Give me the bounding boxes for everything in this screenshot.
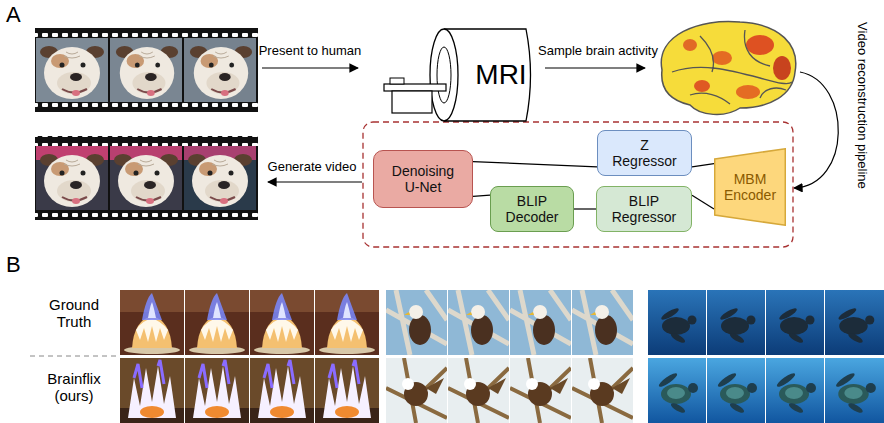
- art-rect: [35, 136, 258, 146]
- art-path: [661, 21, 795, 114]
- art-use: [190, 46, 252, 99]
- node-text: MRI: [466, 59, 536, 91]
- art-use: [185, 358, 249, 423]
- art-use: [572, 290, 633, 355]
- patient-head: [390, 78, 404, 84]
- art-ellipse: [773, 56, 791, 80]
- art-rect: [35, 146, 258, 210]
- art-use: [648, 358, 706, 423]
- art-use: [40, 46, 104, 99]
- art-use: [120, 290, 184, 355]
- art-use: [116, 46, 178, 99]
- art-rect: [36, 146, 108, 210]
- curved-arrow: [794, 72, 838, 188]
- art-rect: [110, 38, 182, 102]
- art-use: [707, 358, 765, 423]
- art-use: [315, 358, 379, 423]
- connector-line: [473, 195, 490, 196]
- panel-label: A: [6, 2, 21, 27]
- process-box: Z Regressor: [597, 130, 692, 176]
- ground-truth-frames: [120, 290, 884, 355]
- art-path: [672, 30, 792, 104]
- node-text: Z Regressor: [609, 137, 681, 169]
- connector-line: [692, 164, 714, 167]
- node-text: BLIP Decoder: [501, 193, 563, 225]
- art-ellipse: [746, 35, 774, 55]
- trapezoid-shape: [715, 149, 786, 225]
- scanner-bore: [437, 47, 451, 103]
- arrow: [268, 181, 362, 182]
- vertical-label: Video reconstruction pipeline: [854, 22, 869, 189]
- connector-line: [692, 195, 714, 209]
- art-use: [250, 290, 314, 355]
- art-use: [250, 358, 314, 423]
- art-use: [448, 358, 509, 423]
- art-use: [448, 290, 509, 355]
- encoder-trapezoid: MBM Encoder: [714, 148, 786, 226]
- process-box: BLIP Regressor: [596, 186, 692, 232]
- art-use: [766, 358, 824, 423]
- node-text: Denoising U-Net: [384, 163, 462, 195]
- art-rect: [110, 146, 182, 210]
- process-box: Denoising U-Net: [373, 150, 473, 208]
- art-rect: [35, 102, 258, 112]
- panel-label: B: [6, 252, 21, 277]
- mri-scanner: MRI: [378, 26, 548, 124]
- pipeline-region: [363, 122, 793, 247]
- art-use: [114, 154, 178, 207]
- scanner-table: [384, 84, 446, 91]
- art-use: [766, 290, 824, 355]
- art-use: [386, 358, 447, 423]
- art-rect: [36, 38, 108, 102]
- film-strip-input: [35, 28, 258, 112]
- art-use: [40, 154, 104, 207]
- connector-line: [574, 208, 596, 209]
- scanner-front: [430, 29, 458, 121]
- art-use: [510, 358, 571, 423]
- arrow-label: Present to human: [250, 44, 370, 59]
- node-text: BLIP Regressor: [608, 193, 680, 225]
- arrow: [545, 67, 645, 68]
- art-use: [510, 290, 571, 355]
- arrow: [262, 67, 358, 68]
- art-use: [648, 290, 706, 355]
- process-box: BLIP Decoder: [490, 186, 574, 232]
- table-base: [392, 91, 432, 113]
- art-ellipse: [712, 51, 732, 65]
- node-text: MBM Encoder: [721, 171, 779, 203]
- art-rect: [35, 28, 258, 38]
- connector-line: [473, 162, 597, 167]
- art-rect: [184, 38, 256, 102]
- art-use: [825, 290, 884, 355]
- art-use: [386, 290, 447, 355]
- row-label: Brainflix (ours): [34, 370, 114, 405]
- row-label: Ground Truth: [36, 296, 112, 331]
- reconstructed-frames: [120, 358, 884, 423]
- art-use: [825, 358, 884, 423]
- film-strip-output: [35, 136, 258, 220]
- art-use: [707, 290, 765, 355]
- art-use: [120, 358, 184, 423]
- arrow-label: Generate video: [262, 160, 362, 175]
- divider: [30, 356, 116, 357]
- art-use: [315, 290, 379, 355]
- art-ellipse: [694, 80, 710, 92]
- art-rect: [35, 210, 258, 220]
- brain-illustration: [661, 21, 795, 114]
- art-ellipse: [683, 39, 697, 51]
- art-ellipse: [736, 85, 760, 99]
- art-use: [188, 154, 252, 207]
- art-use: [572, 358, 633, 423]
- art-use: [185, 290, 249, 355]
- art-rect: [184, 146, 256, 210]
- art-rect: [35, 38, 258, 102]
- arrow-label: Sample brain activity: [528, 44, 668, 59]
